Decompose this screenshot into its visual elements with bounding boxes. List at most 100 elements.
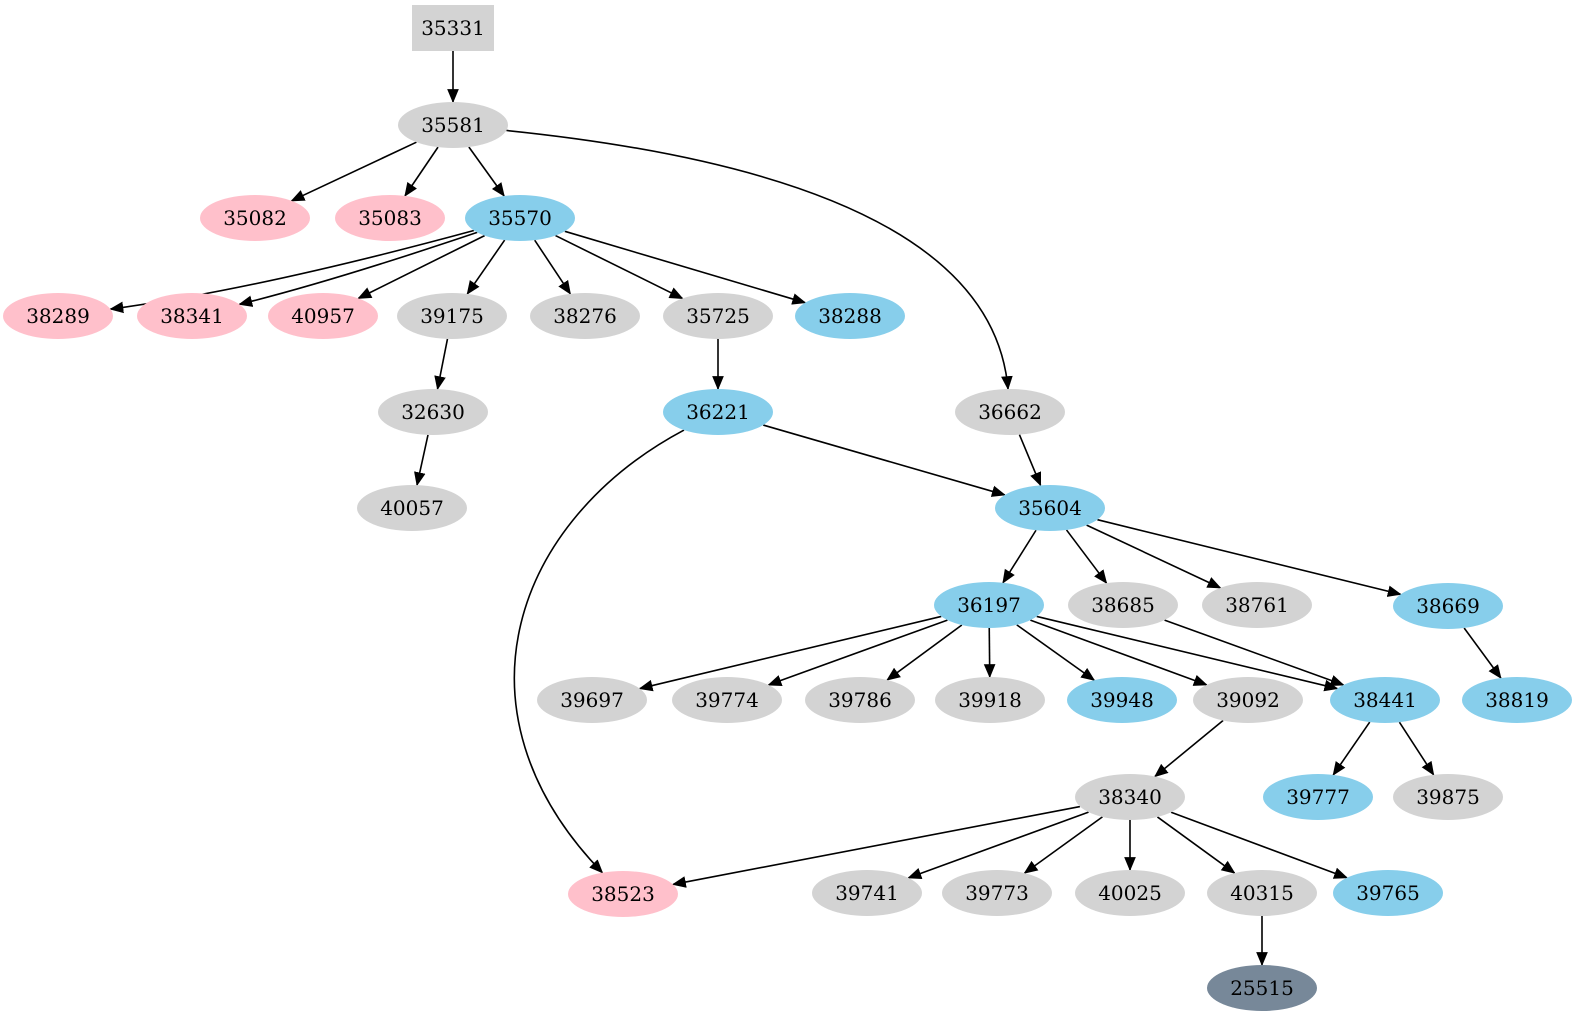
- edge-35581-35082: [290, 141, 417, 202]
- node-label: 35082: [223, 206, 287, 230]
- node-39786: 39786: [805, 677, 915, 723]
- node-38341: 38341: [137, 293, 247, 339]
- node-ellipse: [1193, 677, 1303, 723]
- node-ellipse: [3, 293, 113, 339]
- node-ellipse: [663, 389, 773, 435]
- node-39175: 39175: [397, 293, 507, 339]
- edge-36197-38441: [1036, 615, 1339, 692]
- node-label: 35331: [421, 16, 485, 40]
- node-label: 39765: [1356, 881, 1420, 905]
- edge-35570-35725: [555, 234, 684, 300]
- node-39092: 39092: [1193, 677, 1303, 723]
- node-label: 40025: [1098, 881, 1162, 905]
- node-label: 38819: [1485, 688, 1549, 712]
- node-38340: 38340: [1075, 774, 1185, 820]
- node-label: 38523: [591, 882, 655, 906]
- node-label: 35083: [358, 206, 422, 230]
- node-ellipse: [955, 389, 1065, 435]
- node-ellipse: [935, 677, 1045, 723]
- node-ellipse: [530, 293, 640, 339]
- node-ellipse: [1202, 582, 1312, 628]
- edge-38441-39777: [1332, 721, 1371, 776]
- node-label: 40315: [1230, 881, 1294, 905]
- node-40957: 40957: [268, 293, 378, 339]
- node-ellipse: [942, 870, 1052, 916]
- node-39777: 39777: [1263, 774, 1373, 820]
- edge-39175-32630: [434, 338, 449, 391]
- node-38289: 38289: [3, 293, 113, 339]
- node-label: 38685: [1091, 593, 1155, 617]
- node-ellipse: [1068, 582, 1178, 628]
- nodes-layer: 35331 35581 35082 35083 35570 38289 38341 40957…: [3, 5, 1572, 1011]
- node-39773: 39773: [942, 870, 1052, 916]
- edge-36662-35604: [1018, 434, 1042, 487]
- edge-35581-35570: [468, 146, 505, 197]
- node-label: 38441: [1353, 688, 1417, 712]
- edge-38340-40315: [1156, 816, 1236, 874]
- node-label: 39773: [965, 881, 1029, 905]
- node-39741: 39741: [812, 870, 922, 916]
- node-ellipse: [268, 293, 378, 339]
- node-39875: 39875: [1393, 774, 1503, 820]
- node-ellipse: [805, 677, 915, 723]
- node-ellipse: [335, 195, 445, 241]
- node-label: 32630: [401, 400, 465, 424]
- node-35083: 35083: [335, 195, 445, 241]
- node-40315: 40315: [1207, 870, 1317, 916]
- node-ellipse: [465, 195, 575, 241]
- node-label: 38341: [160, 304, 224, 328]
- node-label: 36197: [957, 593, 1021, 617]
- node-label: 38288: [818, 304, 882, 328]
- node-39697: 39697: [537, 677, 647, 723]
- node-ellipse: [398, 102, 508, 148]
- node-ellipse: [1207, 870, 1317, 916]
- node-label: 39774: [695, 688, 759, 712]
- edge-38340-39741: [907, 811, 1089, 879]
- edge-35604-38685: [1065, 529, 1108, 584]
- edge-36197-39774: [767, 619, 948, 687]
- edge-35581-35083: [404, 146, 439, 197]
- edge-36197-39918: [983, 627, 996, 679]
- node-38288: 38288: [795, 293, 905, 339]
- edge-35570-38341: [238, 231, 478, 307]
- node-35581: 35581: [398, 102, 508, 148]
- node-36197: 36197: [934, 582, 1044, 628]
- node-label: 39777: [1286, 785, 1350, 809]
- node-label: 39875: [1416, 785, 1480, 809]
- node-40057: 40057: [357, 485, 467, 531]
- node-label: 39741: [835, 881, 899, 905]
- edge-38340-39765: [1170, 811, 1349, 879]
- node-38276: 38276: [530, 293, 640, 339]
- node-label: 39697: [560, 688, 624, 712]
- node-39765: 39765: [1333, 870, 1443, 916]
- node-label: 39092: [1216, 688, 1280, 712]
- edge-36197-39697: [638, 615, 942, 692]
- node-label: 39175: [420, 304, 484, 328]
- edge-35570-38288: [564, 230, 807, 305]
- node-ellipse: [200, 195, 310, 241]
- node-label: 40957: [291, 304, 355, 328]
- node-label: 35570: [488, 206, 552, 230]
- edge-39092-38340: [1154, 719, 1224, 778]
- node-ellipse: [568, 871, 678, 917]
- edge-38340-38523: [671, 805, 1081, 888]
- node-25515: 25515: [1207, 965, 1317, 1011]
- edge-35604-38761: [1086, 524, 1222, 589]
- node-ellipse: [378, 389, 488, 435]
- node-ellipse: [812, 870, 922, 916]
- edge-35570-40957: [357, 234, 485, 300]
- node-ellipse: [1067, 677, 1177, 723]
- node-35331: 35331: [412, 5, 494, 51]
- node-ellipse: [1075, 870, 1185, 916]
- edge-38340-39773: [1023, 816, 1103, 874]
- node-35725: 35725: [663, 293, 773, 339]
- node-label: 38761: [1225, 593, 1289, 617]
- node-38819: 38819: [1462, 677, 1572, 723]
- node-36221: 36221: [663, 389, 773, 435]
- edge-36221-38523: [513, 429, 685, 874]
- edge-36197-39786: [886, 624, 963, 681]
- node-39774: 39774: [672, 677, 782, 723]
- edge-35570-38276: [534, 239, 571, 295]
- node-38523: 38523: [568, 871, 678, 917]
